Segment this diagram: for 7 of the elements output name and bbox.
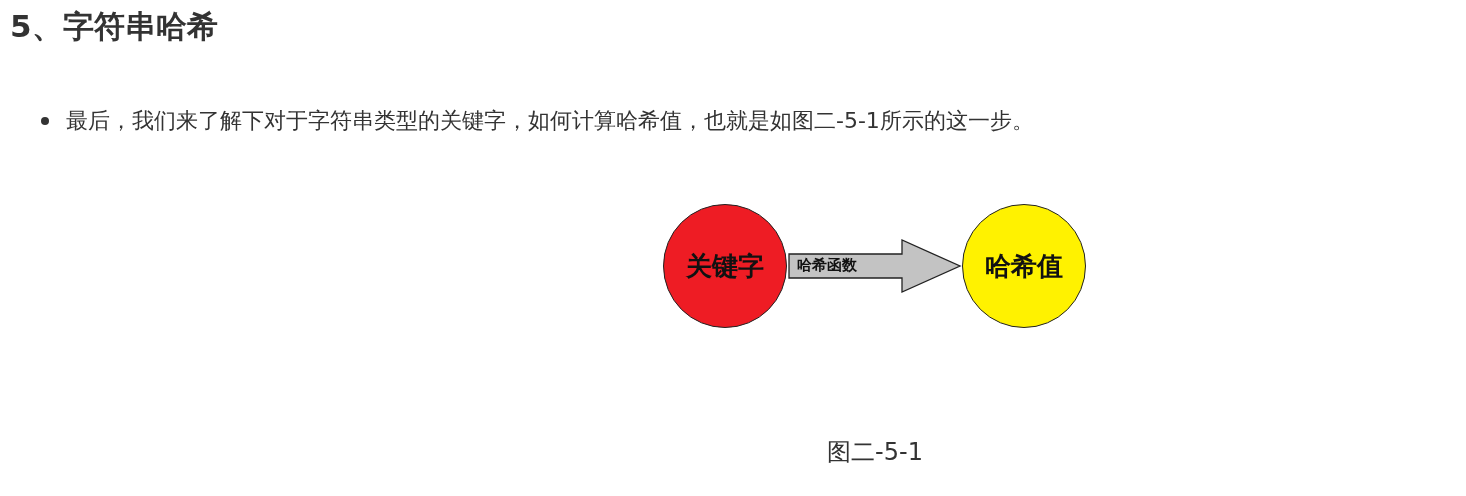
node-label: 关键字	[686, 249, 764, 283]
edge-label: 哈希函数	[797, 256, 857, 275]
node-label: 哈希值	[985, 249, 1063, 283]
section-heading: 5、字符串哈希	[10, 7, 218, 46]
bullet-text: 最后，我们来了解下对于字符串类型的关键字，如何计算哈希值，也就是如图二-5-1所示的这一步。	[66, 107, 1034, 135]
figure-caption: 图二-5-1	[827, 437, 923, 468]
block-arrow	[788, 239, 962, 293]
